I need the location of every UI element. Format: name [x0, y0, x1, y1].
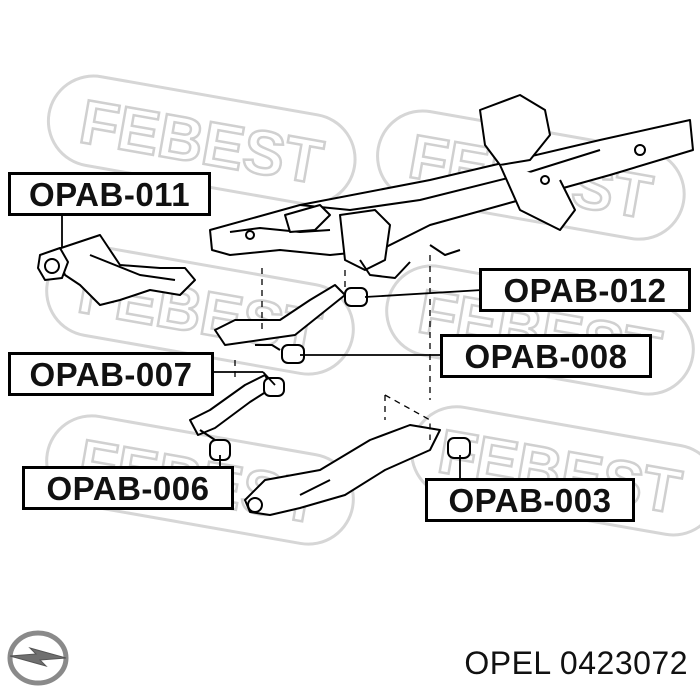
lower-control-arm	[244, 424, 471, 516]
part-label-opab-011[interactable]: OPAB-011	[8, 172, 211, 216]
lower-link	[189, 374, 285, 461]
part-label-opab-006[interactable]: OPAB-006	[22, 466, 234, 510]
part-label-opab-008[interactable]: OPAB-008	[440, 334, 652, 378]
guide-lines	[234, 255, 431, 440]
part-label-opab-007[interactable]: OPAB-007	[8, 352, 214, 396]
footer-brand: OPEL	[464, 645, 551, 681]
part-label-opab-003[interactable]: OPAB-003	[425, 478, 635, 522]
part-label-opab-012[interactable]: OPAB-012	[479, 268, 691, 312]
footer-brand-line: OPEL 0423072	[464, 645, 688, 682]
rear-subframe	[209, 94, 694, 279]
leader-007-d	[262, 371, 276, 386]
upper-arm-011	[37, 234, 196, 306]
leader-lines	[61, 214, 483, 482]
leader-012	[364, 289, 483, 298]
footer-part-number: 0423072	[559, 645, 688, 681]
opel-lightning-ring-icon	[7, 630, 69, 686]
toe-link	[214, 284, 368, 364]
